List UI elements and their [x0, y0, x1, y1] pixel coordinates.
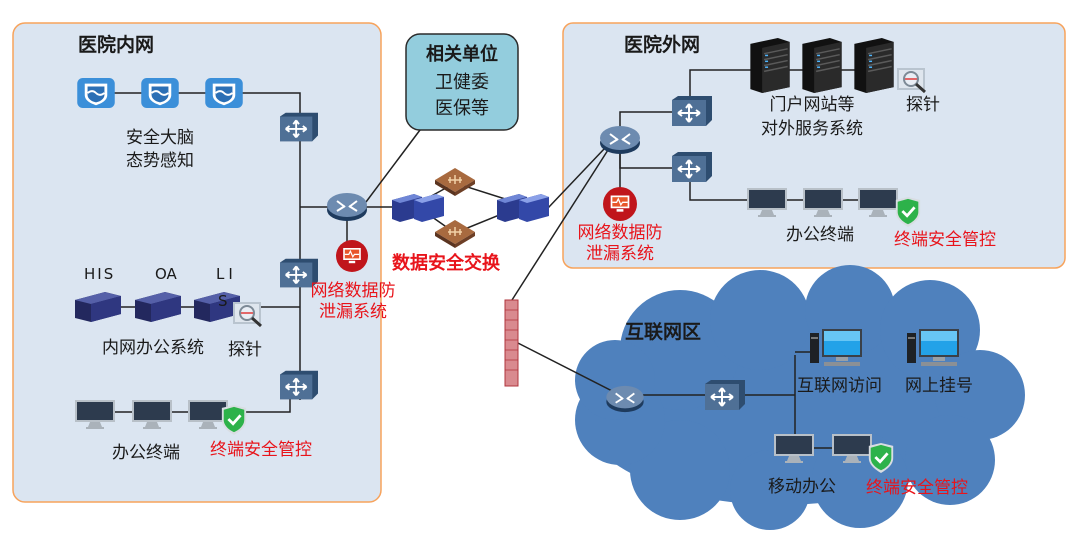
related-units-line-2: 医保等 [435, 98, 489, 119]
exchange-gateway-icon [497, 194, 549, 222]
outer-probe-label: 探针 [906, 95, 940, 115]
office-terminal-label: 办公终端 [112, 443, 180, 463]
internet-terminal-control-label: 终端安全管控 [866, 478, 968, 498]
outer-dlp-label-1: 网络数据防 [577, 223, 663, 243]
exchange-gateway-icon [392, 194, 444, 222]
lis-label-2: S [218, 292, 228, 310]
internet-cloud [575, 265, 1025, 530]
outer-office-terminal-label: 办公终端 [786, 225, 854, 245]
outer-network-zone [562, 22, 1066, 269]
exchange-node-icon [435, 220, 475, 248]
portal-label-1: 门户网站等 [769, 95, 855, 115]
firewall-icon [504, 299, 519, 387]
probe-icon [232, 302, 263, 328]
his-label: HIS [84, 265, 116, 283]
online-registration-label: 网上挂号 [905, 376, 973, 396]
outer-dlp-label-2: 泄漏系统 [586, 244, 654, 264]
exchange-node-icon [435, 168, 475, 196]
inner-network-zone [12, 22, 382, 503]
switch-icon [280, 370, 318, 400]
router-icon [600, 125, 640, 155]
security-brain-icon [141, 78, 179, 108]
related-units-title: 相关单位 [426, 44, 498, 65]
related-units-line-1: 卫健委 [435, 72, 489, 93]
data-exchange-label: 数据安全交换 [392, 253, 500, 274]
security-brain-label-2: 态势感知 [126, 151, 194, 171]
oa-label: OA [155, 265, 177, 283]
switch-icon [672, 152, 712, 182]
dlp-icon [603, 187, 637, 221]
internet-zone-title: 互联网区 [625, 321, 702, 343]
router-icon [327, 192, 367, 222]
security-brain-icon [77, 78, 115, 108]
dlp-label-2: 泄漏系统 [319, 302, 387, 322]
portal-label-2: 对外服务系统 [761, 119, 863, 139]
internet-access-label: 互联网访问 [797, 376, 882, 396]
router-icon [605, 385, 645, 413]
outer-terminal-control-label: 终端安全管控 [894, 230, 996, 250]
lis-label-1: LI [216, 265, 237, 283]
switch-icon [705, 380, 745, 410]
probe-icon [897, 68, 927, 94]
related-units-box [405, 33, 519, 131]
server-icon [802, 38, 842, 93]
dlp-icon [336, 240, 368, 272]
security-brain-icon [205, 78, 243, 108]
switch-icon [672, 96, 712, 126]
server-icon [750, 38, 790, 93]
dlp-label-1: 网络数据防 [310, 281, 396, 301]
probe-label: 探针 [228, 340, 262, 360]
intranet-office-label: 内网办公系统 [102, 338, 204, 358]
switch-icon [280, 112, 318, 142]
security-brain-label-1: 安全大脑 [126, 128, 194, 148]
outer-network-title: 医院外网 [624, 34, 701, 56]
inner-network-title: 医院内网 [78, 34, 155, 56]
server-icon [854, 38, 894, 93]
mobile-office-label: 移动办公 [768, 477, 836, 497]
terminal-control-label: 终端安全管控 [210, 440, 312, 460]
